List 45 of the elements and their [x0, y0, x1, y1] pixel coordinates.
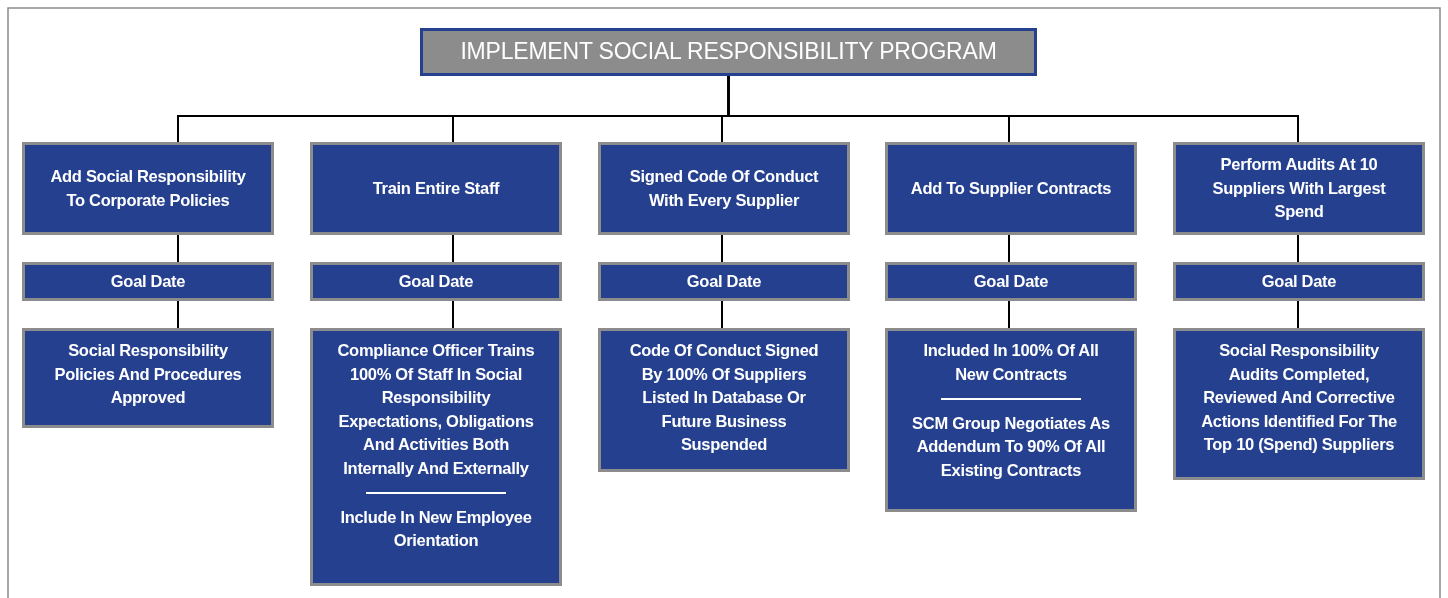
connector-line [1297, 234, 1299, 263]
box-text: Add Social Responsibility To Corporate Policies [49, 166, 247, 211]
box-text: SCM Group Negotiates As Addendum To 90% Of All Existing Contracts [911, 412, 1111, 481]
objective-box [598, 142, 850, 235]
title-box [420, 28, 1037, 76]
objective-box [310, 142, 562, 235]
result-box [22, 328, 274, 428]
goal-date-box [1173, 262, 1425, 301]
connector-line [1008, 300, 1010, 329]
objective-box [22, 142, 274, 235]
box-text: Code Of Conduct Signed By 100% Of Suppliers Listed In Database Or Future Business Suspended [628, 340, 820, 455]
connector-line [1008, 234, 1010, 263]
objective-box [1173, 142, 1425, 235]
box-text: Signed Code Of Conduct With Every Supplier [628, 166, 820, 211]
box-text: IMPLEMENT SOCIAL RESPONSIBILITY PROGRAM [460, 40, 997, 64]
connector-line [452, 300, 454, 329]
connector-line [1297, 300, 1299, 329]
box-text: Train Entire Staff [372, 177, 500, 199]
result-box [310, 328, 562, 586]
box-text: Social Responsibility Audits Completed, Reviewed And Corrective Actions Identified For The Top 10 (Spend) Suppliers [1200, 340, 1398, 455]
box-text: Include In New Employee Orientation [339, 506, 533, 551]
goal-date-box [598, 262, 850, 301]
objective-box [885, 142, 1137, 235]
goal-date-box [885, 262, 1137, 301]
connector-line [177, 234, 179, 263]
connector-line [452, 234, 454, 263]
box-text: Goal Date [110, 270, 186, 292]
box-text: Goal Date [398, 270, 474, 292]
connector-line [727, 75, 1299, 143]
result-box [1173, 328, 1425, 480]
result-box [598, 328, 850, 472]
box-text: Goal Date [686, 270, 762, 292]
connector-line [721, 234, 723, 263]
box-text: Compliance Officer Trains 100% Of Staff In Social Responsibility Expectations, Obligations And Activities Both Internally And Externally [336, 340, 536, 479]
connector-line [721, 300, 723, 329]
box-text: Included In 100% Of All New Contracts [922, 340, 1100, 385]
box-text: Perform Audits At 10 Suppliers With Largest Spend [1211, 154, 1387, 223]
box-text: Goal Date [1261, 270, 1337, 292]
goal-date-box [310, 262, 562, 301]
goal-date-box [22, 262, 274, 301]
box-text: Goal Date [973, 270, 1049, 292]
connector-line [177, 300, 179, 329]
box-text: Social Responsibility Policies And Procedures Approved [53, 340, 243, 408]
box-text: Add To Supplier Contracts [910, 177, 1112, 199]
result-box [885, 328, 1137, 512]
